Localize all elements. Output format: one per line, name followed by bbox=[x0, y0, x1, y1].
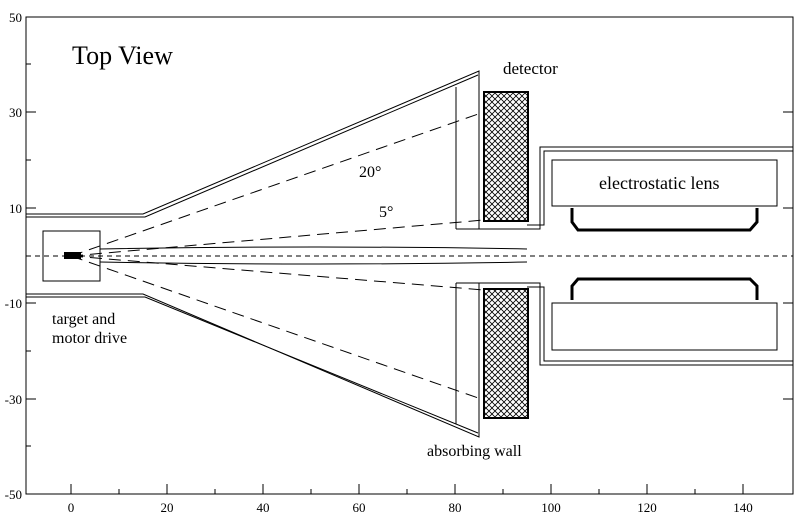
y-tick-label: 50 bbox=[9, 10, 22, 25]
y-tick-label: -10 bbox=[5, 296, 22, 311]
lens-cup-lower bbox=[570, 277, 759, 300]
y-ticks bbox=[26, 63, 793, 447]
absorbing-wall bbox=[455, 87, 527, 424]
y-tick-label: 10 bbox=[9, 201, 22, 216]
x-tick-label: 0 bbox=[68, 500, 75, 515]
chamber-lower-wall bbox=[26, 282, 527, 438]
x-tick-labels: 0 20 40 60 80 100 120 140 bbox=[68, 500, 753, 515]
detector-upper bbox=[483, 91, 529, 222]
lens-housing bbox=[527, 146, 793, 366]
beam-tube bbox=[99, 246, 528, 265]
y-tick-labels: 50 30 10 -10 -30 -50 bbox=[5, 10, 22, 502]
x-tick-label: 80 bbox=[449, 500, 462, 515]
detector-lower bbox=[483, 288, 529, 419]
x-tick-label: 140 bbox=[733, 500, 753, 515]
x-tick-label: 40 bbox=[257, 500, 270, 515]
lens-electrode-lower bbox=[551, 302, 778, 351]
x-tick-label: 60 bbox=[353, 500, 366, 515]
acceptance-cones bbox=[70, 111, 485, 401]
angle-5-label: 5° bbox=[379, 204, 393, 221]
lens-electrode-upper bbox=[551, 159, 778, 207]
target-label-line2: motor drive bbox=[52, 330, 127, 347]
lens-cup-upper bbox=[570, 208, 759, 232]
x-tick-label: 20 bbox=[161, 500, 174, 515]
x-tick-label: 100 bbox=[541, 500, 561, 515]
target-box bbox=[42, 230, 101, 282]
x-tick-label: 120 bbox=[637, 500, 657, 515]
title: Top View bbox=[72, 41, 173, 70]
target-label-line1: target and bbox=[52, 311, 115, 328]
y-tick-label: 30 bbox=[9, 105, 22, 120]
lens-label: electrostatic lens bbox=[599, 173, 719, 193]
y-tick-label: -30 bbox=[5, 392, 22, 407]
chamber-upper-wall bbox=[26, 70, 527, 230]
angle-20-label: 20° bbox=[359, 164, 381, 181]
detector-label: detector bbox=[503, 59, 558, 78]
x-ticks bbox=[70, 484, 744, 494]
y-tick-label: -50 bbox=[5, 487, 22, 502]
absorbing-wall-label: absorbing wall bbox=[427, 443, 522, 460]
